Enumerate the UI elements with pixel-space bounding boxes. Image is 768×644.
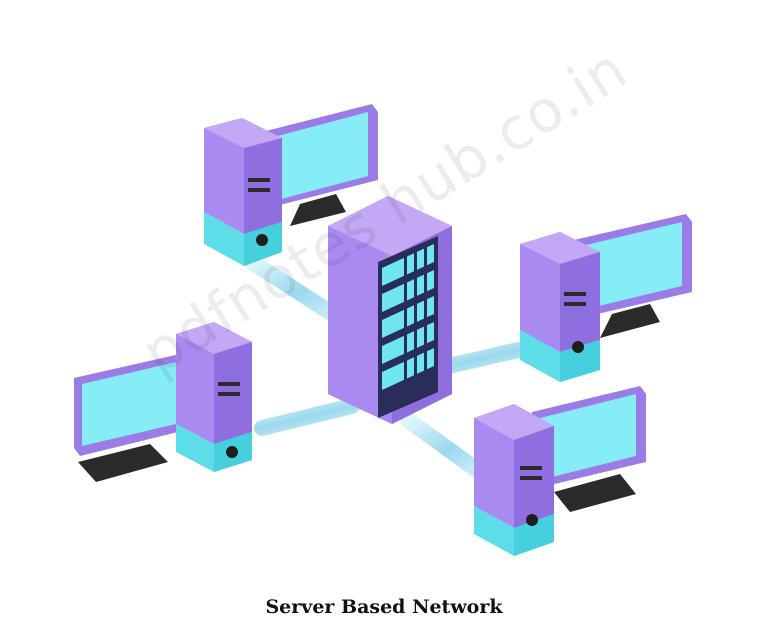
cable-left	[254, 398, 360, 436]
computer-right-icon	[520, 214, 692, 382]
computer-left-icon	[74, 322, 252, 482]
server-network-illustration	[74, 104, 692, 556]
diagram-caption: Server Based Network	[265, 596, 503, 618]
computer-bottom-right-icon	[474, 386, 646, 556]
computer-top-left-icon	[204, 104, 378, 266]
server-rack-icon	[328, 196, 452, 424]
